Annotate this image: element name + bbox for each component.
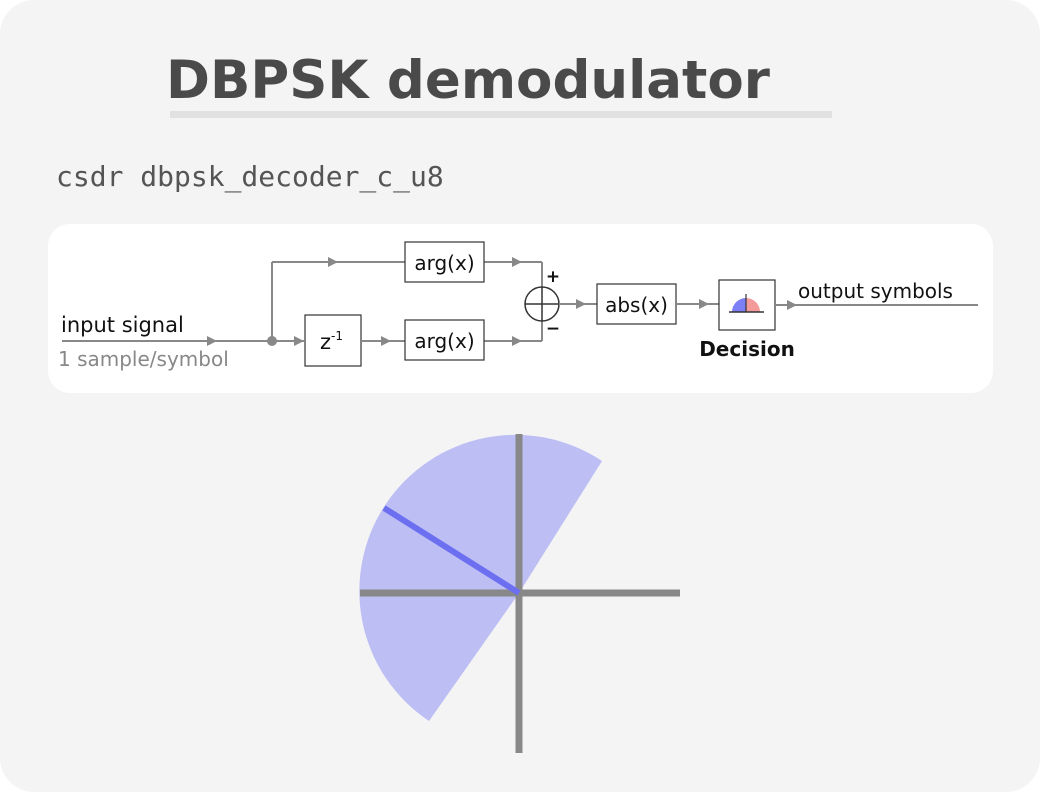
page-title: DBPSK demodulator xyxy=(166,50,770,111)
decision-blue-half-icon xyxy=(732,298,746,312)
arg-bottom-label: arg(x) xyxy=(414,329,474,353)
delay-base-text: z xyxy=(320,330,331,354)
arg-block-top: arg(x) xyxy=(404,241,485,283)
title-underline xyxy=(170,111,832,118)
input-sublabel: 1 sample/symbol xyxy=(58,347,229,371)
decision-red-half-icon xyxy=(746,298,760,312)
phase-difference-line xyxy=(382,505,521,596)
input-label: input signal xyxy=(61,313,184,337)
phase-sector-illustration xyxy=(359,434,680,753)
abs-label: abs(x) xyxy=(605,293,668,317)
decision-label: Decision xyxy=(699,337,795,361)
lower-branch-path xyxy=(362,321,543,346)
summing-junction xyxy=(524,286,560,322)
delay-exponent-text: -1 xyxy=(331,329,343,343)
plus-sign: + xyxy=(546,267,560,287)
command-line: csdr dbpsk_decoder_c_u8 xyxy=(56,160,444,193)
arg-top-label: arg(x) xyxy=(414,251,474,275)
minus-sign: − xyxy=(546,319,560,339)
phase-sector xyxy=(359,434,602,721)
output-label: output symbols xyxy=(798,279,953,303)
svg-text:z-1: z-1 xyxy=(320,329,343,354)
upper-branch-path xyxy=(271,257,543,341)
delay-block: z-1 xyxy=(304,314,362,367)
arg-block-bottom: arg(x) xyxy=(404,319,485,361)
block-diagram-panel xyxy=(48,224,993,393)
abs-block: abs(x) xyxy=(596,283,677,325)
decision-block xyxy=(718,279,776,331)
